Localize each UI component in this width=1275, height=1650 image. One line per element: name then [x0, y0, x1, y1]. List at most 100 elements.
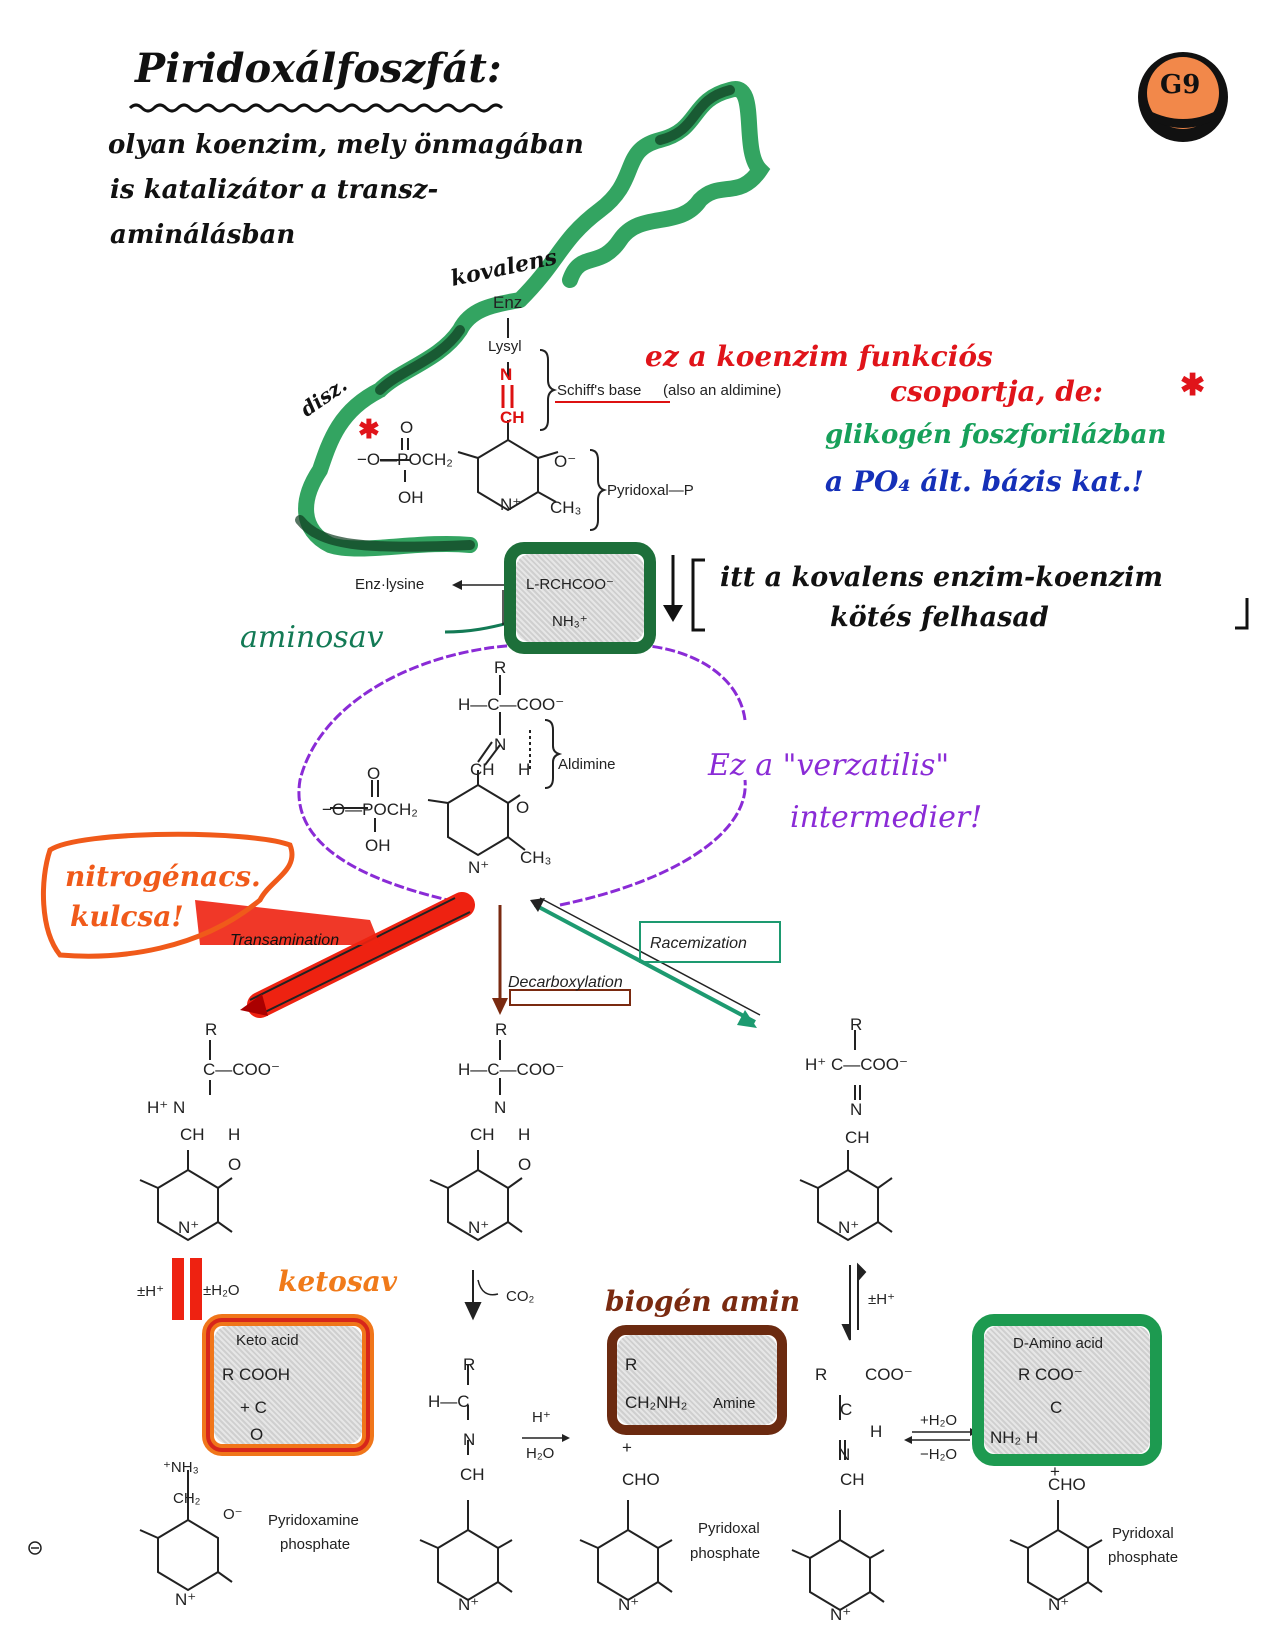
label-nh-top: N⁺: [500, 495, 522, 514]
label-n-left: N⁺: [178, 1218, 200, 1237]
label-schiff-note: (also an aldimine): [663, 382, 782, 399]
note-nitrogen-2: kulcsa!: [70, 900, 184, 933]
label-cho-right: CHO: [1048, 1475, 1086, 1494]
label-ch3-ald: CH₃: [520, 848, 552, 867]
label-plus-right: +: [1050, 1462, 1060, 1481]
label-o-left: O: [228, 1155, 242, 1174]
label-h-ald: H: [518, 760, 531, 779]
label-o-ald: O: [516, 798, 530, 817]
label-n-ring-right3: N⁺: [1048, 1595, 1070, 1614]
label-hc-coo: H—C—COO⁻: [458, 695, 565, 714]
badge-label: G9: [1160, 70, 1201, 100]
label-n-ring-mid2: N⁺: [458, 1595, 480, 1614]
note-nitrogen-1: nitrogénacs.: [65, 860, 261, 893]
label-hc-coo-right: H⁺ C—COO⁻: [805, 1055, 908, 1074]
label-ch: CH: [500, 408, 525, 427]
label-lysyl: Lysyl: [488, 338, 522, 355]
label-transamination: Transamination: [230, 932, 340, 949]
title-underline: [128, 103, 504, 113]
label-amine-ch2nh2: CH₂NH₂: [625, 1393, 688, 1412]
label-schiff-base: Schiff's base: [557, 382, 642, 399]
intermediate-loop: [297, 643, 747, 907]
note-funkcio-2: csoportja, de:: [890, 375, 1103, 408]
label-pyridoxal-mid-2: phosphate: [690, 1545, 761, 1562]
label-pyridoxal-p: Pyridoxal—P: [607, 482, 694, 499]
label-r-mid: R: [495, 1020, 508, 1039]
label-oh-ald: OH: [365, 836, 391, 855]
label-h2o-left: ±H₂O: [203, 1282, 240, 1299]
note-glikogen-1: glikogén foszforilázban: [825, 420, 1167, 450]
label-ch-left: CH: [180, 1125, 205, 1144]
aldimine-ring: [330, 675, 531, 857]
label-keto-c: + C: [240, 1398, 267, 1417]
label-h-n-left: H⁺ N: [147, 1098, 186, 1117]
label-hc-mid2: H—C: [428, 1392, 470, 1411]
label-nh-ald: N⁺: [468, 858, 490, 877]
label-pyridoxamine-2: phosphate: [280, 1536, 351, 1553]
note-verzatilis-1: Ez a "verzatilis": [708, 748, 950, 783]
label-c-right2: C: [840, 1400, 853, 1419]
label-plus-mid: +: [622, 1438, 632, 1457]
label-n-ring-mid: N⁺: [468, 1218, 490, 1237]
label-keto-o: O: [250, 1425, 264, 1444]
label-enz-lysine: Enz·lysine: [355, 576, 425, 593]
label-phosphate-ald: −O—POCH₂: [322, 800, 418, 819]
label-keto-acid: Keto acid: [236, 1332, 299, 1349]
label-o-minus-left: O⁻: [223, 1506, 243, 1523]
label-coo-right2: COO⁻: [865, 1365, 913, 1384]
label-ch3-top: CH₃: [550, 498, 582, 517]
note-itt-1: itt a kovalens enzim-koenzim: [720, 562, 1163, 593]
intro-line-3: aminálásban: [110, 220, 296, 250]
label-c-coo-left: C—COO⁻: [203, 1060, 280, 1079]
label-pyridoxal-right-1: Pyridoxal: [1112, 1525, 1174, 1542]
label-ch-mid: CH: [470, 1125, 495, 1144]
label-aldimine: Aldimine: [558, 756, 616, 773]
label-amine-r: R: [625, 1355, 638, 1374]
label-r-left: R: [205, 1020, 218, 1039]
label-amine: Amine: [713, 1395, 756, 1412]
label-amino-acid: L-RCHCOO⁻: [526, 576, 614, 593]
label-r-right2: R: [815, 1365, 828, 1384]
label-minus-h2o: −H₂O: [920, 1446, 958, 1463]
intro-line-2: is katalizátor a transz-: [110, 175, 439, 205]
label-r-ald: R: [494, 658, 507, 677]
label-h-plus-right: ±H⁺: [868, 1291, 895, 1308]
label-d-amino-acid: D-Amino acid: [1013, 1335, 1104, 1352]
label-n-ald: N: [494, 735, 507, 754]
ring-left: [139, 1040, 233, 1242]
label-o-minus-top: O⁻: [554, 452, 577, 471]
label-r-mid2: R: [463, 1355, 476, 1374]
label-h2o-mid: H₂O: [526, 1445, 555, 1462]
label-pyridoxal-right-2: phosphate: [1108, 1549, 1179, 1566]
label-enz: Enz: [493, 293, 523, 312]
enzyme-chain-dark: [295, 85, 735, 552]
note-glikogen-2: a PO₄ ált. bázis kat.!: [825, 465, 1144, 498]
label-n-ring-mid3: N⁺: [618, 1595, 640, 1614]
label-o-mid: O: [518, 1155, 532, 1174]
label-hplus-mid: H⁺: [532, 1409, 551, 1426]
label-d-nh2-h: NH₂ H: [990, 1428, 1039, 1447]
label-plus-h2o: +H₂O: [920, 1412, 958, 1429]
note-itt-2: kötés felhasad: [830, 602, 1049, 633]
amine-box: [617, 1335, 777, 1425]
label-r-right: R: [850, 1015, 863, 1034]
intro-line-1: olyan koenzim, mely önmagában: [108, 130, 584, 160]
label-pyridoxamine-1: Pyridoxamine: [268, 1512, 359, 1529]
label-nh3-left: ⁺NH₃: [163, 1459, 199, 1476]
label-o-ald-top: O: [367, 764, 381, 783]
note-aminosav: aminosav: [240, 620, 384, 655]
red-asterisk-icon-left: ✱: [358, 415, 380, 445]
amino-acid-box: [516, 554, 644, 642]
ring-right: [791, 1030, 893, 1612]
label-h-plus-left: ±H⁺: [137, 1283, 164, 1300]
label-pyridoxal-mid-1: Pyridoxal: [698, 1520, 760, 1537]
label-n-right: N: [850, 1100, 863, 1119]
label-decarboxylation: Decarboxylation: [508, 974, 623, 991]
label-n: N: [500, 365, 513, 384]
badge-icon: [1138, 52, 1228, 142]
note-funkcio-1: ez a koenzim funkciós: [645, 340, 993, 373]
label-keto-r-cooh: R COOH: [222, 1365, 290, 1384]
note-ketosav: ketosav: [278, 1265, 397, 1298]
